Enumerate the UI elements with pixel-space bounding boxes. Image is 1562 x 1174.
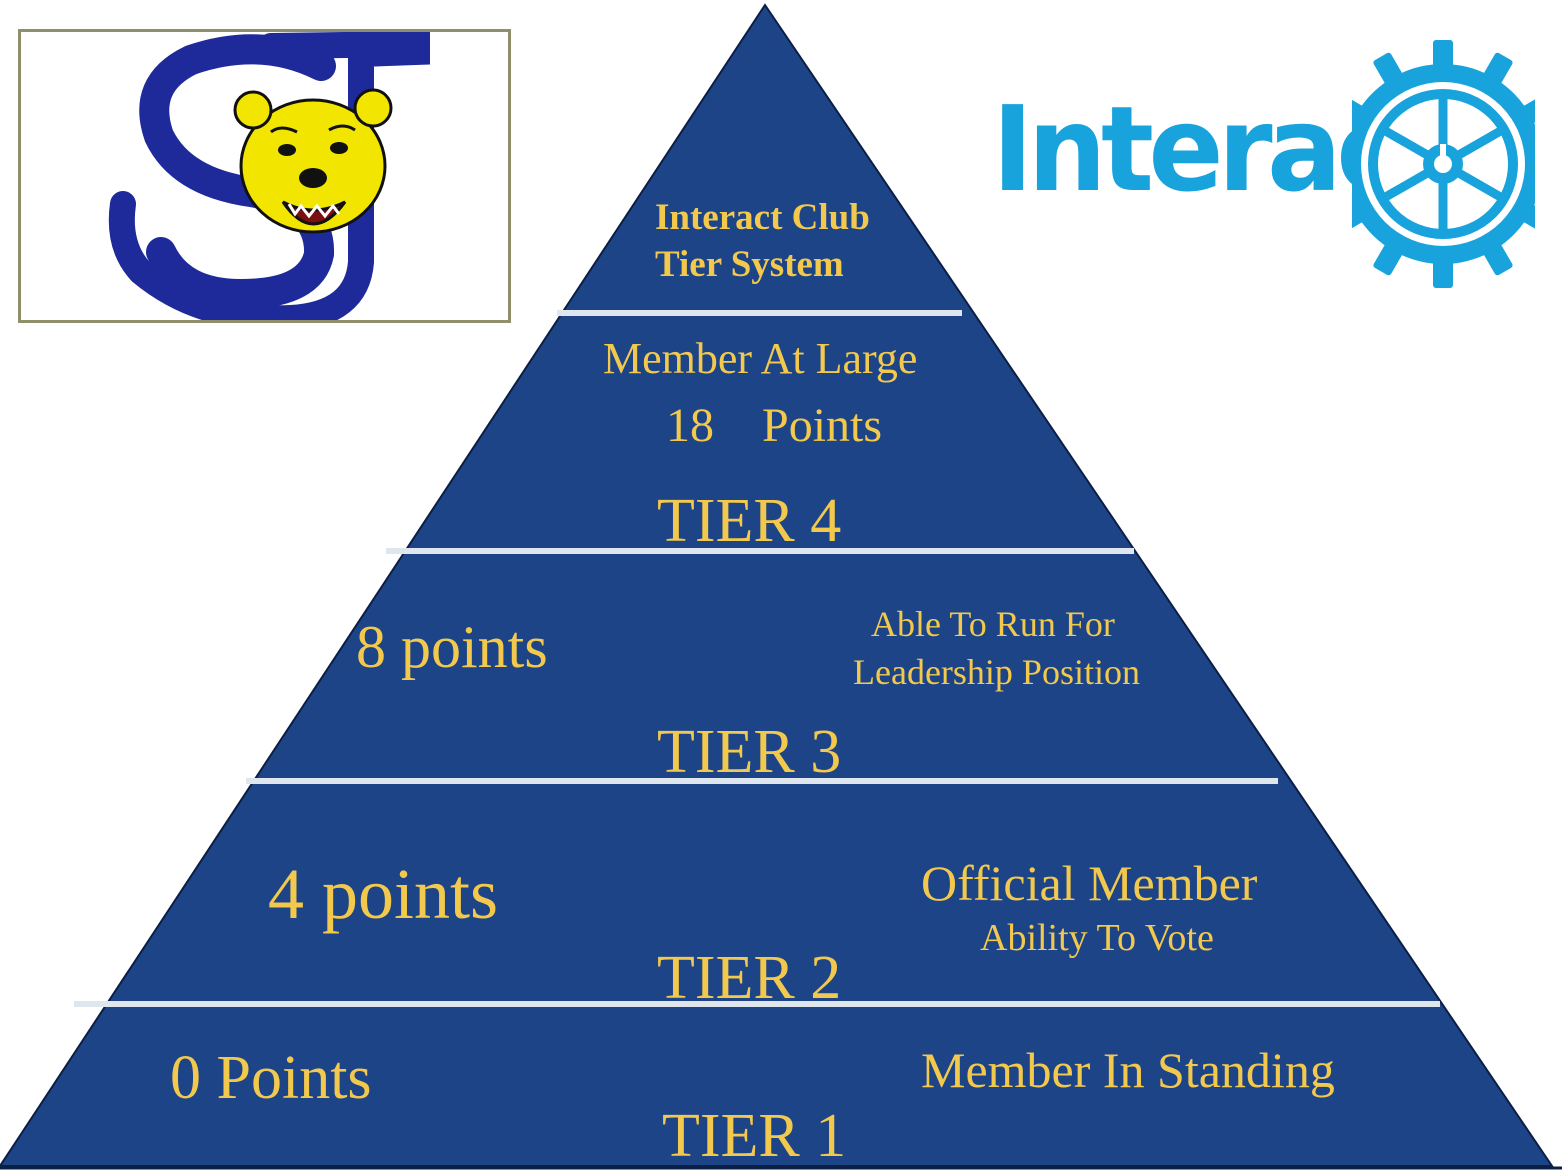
tier2-name: TIER 2 (657, 944, 842, 1012)
tier1-name: TIER 1 (662, 1102, 847, 1170)
tier2-benefit-line1: Official Member (921, 855, 1258, 911)
tier-dividers (74, 310, 1440, 1007)
pyramid-body (0, 3, 1554, 1167)
bear-head-icon (233, 88, 393, 234)
pyramid-title-line2: Tier System (655, 244, 844, 285)
tier4-points: 18 Points (666, 399, 883, 452)
tier3-benefit-line1: Able To Run For (871, 604, 1115, 644)
tier1-points: 0 Points (170, 1044, 372, 1112)
tier3-points: 8 points (356, 614, 548, 680)
tier2-benefit-line2: Ability To Vote (980, 917, 1214, 959)
tier3-name: TIER 3 (657, 718, 842, 786)
sj-bear-logo (18, 29, 511, 332)
sj-monogram-icon (108, 30, 430, 332)
tier1-benefit-line1: Member In Standing (921, 1042, 1335, 1098)
interact-logo: Interact (990, 22, 1535, 307)
tier2-points: 4 points (268, 854, 499, 934)
tier4-label: Member At Large (603, 334, 918, 383)
tier3-benefit-line2: Leadership Position (853, 652, 1140, 692)
rotary-gear-icon (1352, 40, 1535, 288)
tier4-name: TIER 4 (657, 487, 842, 555)
pyramid-title-line1: Interact Club (655, 197, 870, 238)
